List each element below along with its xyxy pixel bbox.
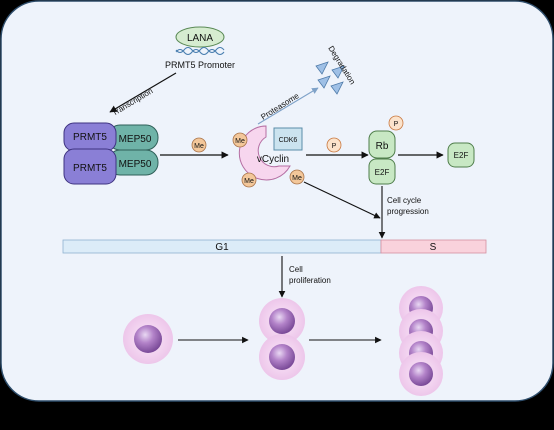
mep50-bottom-label: MEP50 (119, 159, 152, 170)
me-badge-3-label: Me (292, 175, 302, 182)
cdk6-label: CDK6 (279, 137, 298, 144)
promoter-label: PRMT5 Promoter (165, 60, 235, 70)
me-badge-free (191, 137, 207, 153)
prmt5-bottom-label: PRMT5 (73, 163, 107, 174)
cdk6-box (273, 127, 303, 151)
proteasome-arrow (257, 87, 319, 125)
transcription-arrow (109, 72, 177, 113)
dna-helix-icon (175, 46, 225, 56)
me-badge-1-label: Me (235, 138, 245, 145)
me-to-progression-arrow (303, 181, 381, 219)
e2f-free-shape (447, 142, 475, 168)
e2f-bound-shape (368, 158, 396, 185)
degradation-fragments-icon (315, 61, 345, 95)
s-phase-bar (380, 239, 487, 254)
s-label: S (430, 242, 437, 253)
e2f-free-label: E2F (454, 151, 469, 160)
me-badge-free-label: Me (194, 143, 204, 150)
cell-pair (259, 298, 305, 380)
p-badge-free-label: P (332, 143, 337, 150)
p-badge-rb (388, 115, 404, 131)
prmt5-bottom (63, 148, 117, 185)
cell-single (123, 314, 173, 364)
proliferation-label-line2: proliferation (289, 276, 331, 285)
proliferation-label-line1: Cell (289, 265, 303, 274)
p-badge-free (326, 137, 342, 153)
g1-label: G1 (215, 242, 229, 253)
cell-cycle-label-line2: progression (387, 207, 429, 216)
prmt5-top-label: PRMT5 (73, 132, 107, 143)
rb-shape (368, 130, 396, 159)
me-badge-3 (289, 169, 305, 185)
me-badge-2 (241, 172, 257, 188)
vcyclin-label: vCyclin (257, 154, 289, 165)
me-badge-2-label: Me (244, 178, 254, 185)
cell-cycle-label-line1: Cell cycle (387, 196, 422, 205)
e2f-bound-label: E2F (375, 168, 390, 177)
rb-label: Rb (376, 141, 389, 152)
lana-label: LANA (187, 33, 213, 44)
p-badge-rb-label: P (394, 121, 399, 128)
mep50-top-label: MEP50 (119, 134, 152, 145)
lana-protein (175, 26, 225, 48)
cell-cluster (399, 286, 443, 396)
me-badge-1 (232, 132, 248, 148)
